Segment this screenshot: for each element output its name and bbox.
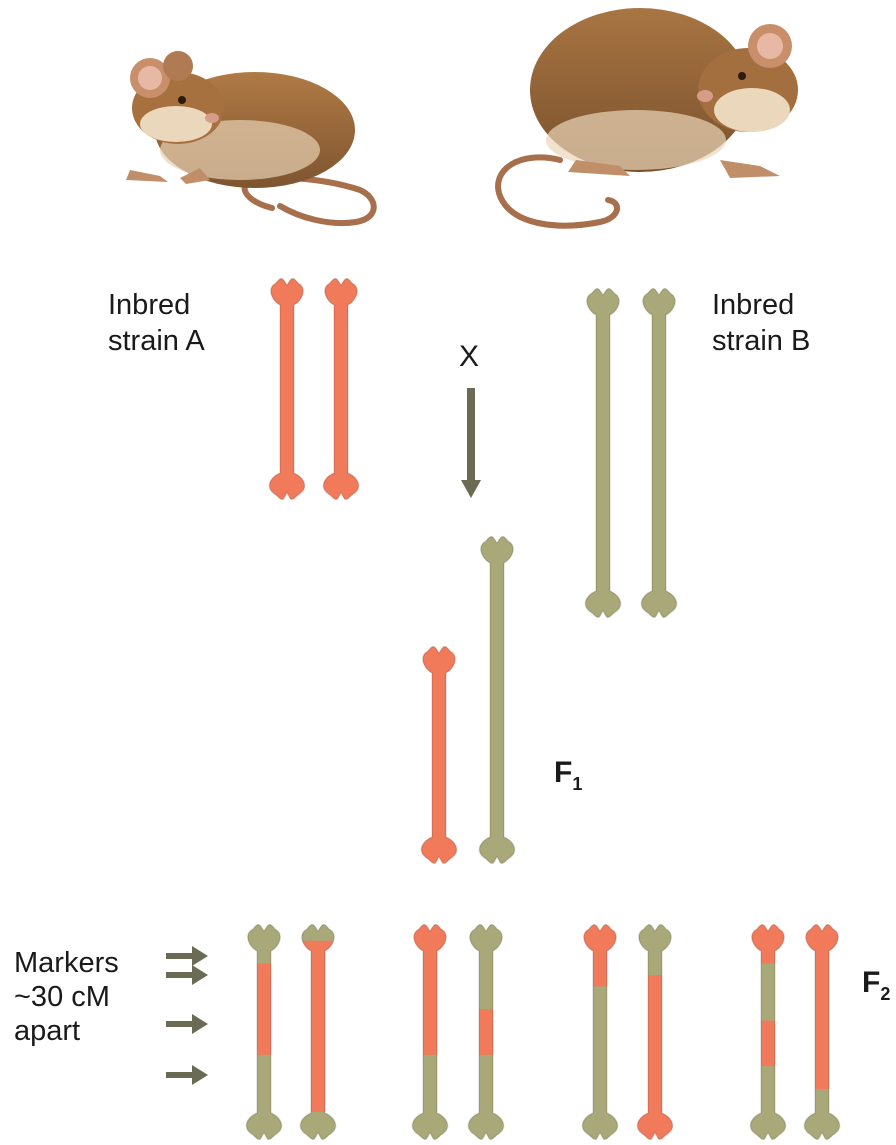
f2-pair4-chromosome-2 [792, 918, 852, 1145]
f1-label-text: F [554, 756, 572, 789]
cross-symbol: X [459, 340, 479, 373]
f1-chromosome-b [467, 530, 527, 871]
strain-b-chromosome-2 [629, 282, 689, 625]
f2-pair1-chromosome-2 [288, 918, 348, 1145]
svg-text:F2: F2 [862, 966, 890, 1004]
strain-a-label-line2: strain A [108, 325, 205, 357]
markers-label-line3: apart [14, 1015, 80, 1047]
f1-label-subscript: 1 [572, 774, 582, 794]
markers-label-line1: Markers [14, 947, 119, 979]
f2-pair3-chromosome-2 [625, 918, 685, 1145]
down-arrow-icon [461, 388, 481, 498]
markers-label-line2: ~30 cM [14, 981, 110, 1013]
strain-b-label-line2: strain B [712, 325, 810, 357]
f1-chromosome-a [409, 640, 469, 871]
svg-text:F1: F1 [554, 756, 582, 794]
strain-a-label-line1: Inbred [108, 289, 190, 321]
marker-arrow-4 [166, 1065, 208, 1085]
strain-a-chromosome-1 [257, 272, 317, 507]
marker-arrow-3 [166, 1014, 208, 1034]
f1-label: F1 [554, 756, 582, 794]
mouse-b-icon [498, 8, 798, 226]
f2-label: F2 [862, 966, 890, 1004]
strain-a-chromosome-2 [311, 272, 371, 507]
strain-b-chromosome-1 [573, 282, 633, 625]
f2-pair2-chromosome-1 [400, 918, 460, 1145]
f2-pair4-chromosome-1 [738, 918, 798, 1145]
f2-label-subscript: 2 [880, 984, 890, 1004]
marker-arrow-1 [166, 946, 208, 966]
f2-label-text: F [862, 966, 880, 999]
strain-b-label-line1: Inbred [712, 289, 794, 321]
marker-arrow-2 [166, 965, 208, 985]
f2-pair1-chromosome-1 [234, 918, 294, 1145]
mouse-a-icon [126, 51, 374, 223]
f2-pair3-chromosome-1 [570, 918, 630, 1145]
chromosomes [234, 272, 852, 1145]
f2-pair2-chromosome-2 [456, 918, 516, 1145]
